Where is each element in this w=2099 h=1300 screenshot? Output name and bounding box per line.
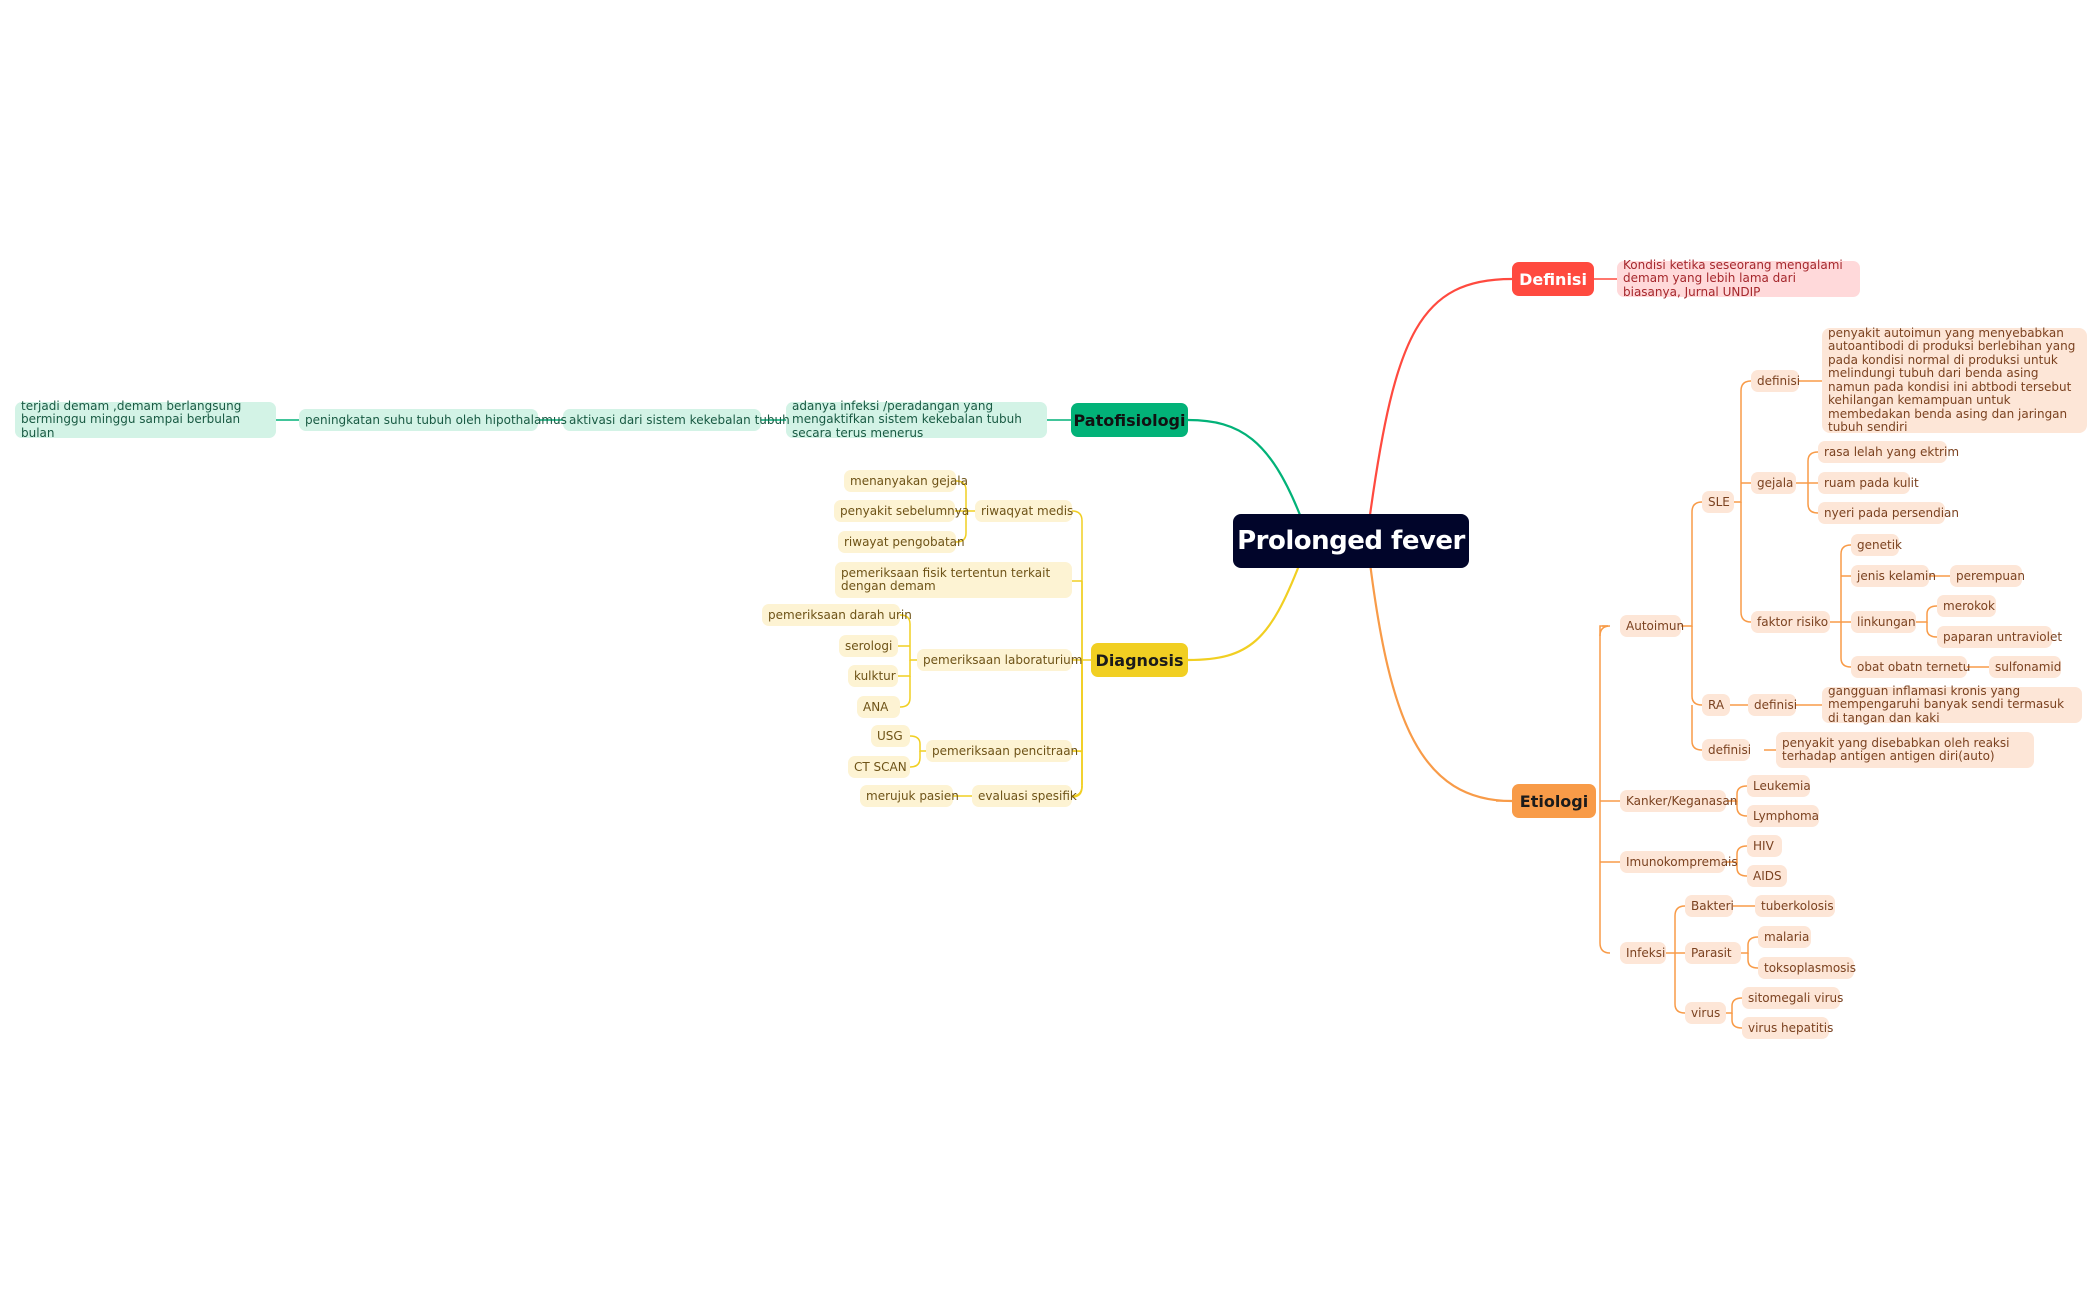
diag-evaluasi[interactable]: evaluasi spesifik [972,785,1077,807]
etio-kanker[interactable]: Kanker/Keganasan [1620,790,1737,812]
etio-ra[interactable]: RA [1702,694,1730,716]
etio-virus-sitomegali[interactable]: sitomegali virus [1742,987,1843,1009]
branch-patofisiologi[interactable]: Patofisiologi [1071,403,1188,437]
diag-riwayat-item-3[interactable]: riwayat pengobatan [838,531,965,553]
pato-step-2[interactable]: aktivasi dari sistem kekebalan tubuh [563,409,790,431]
connector-diagnosis [1187,562,1302,662]
etio-kanker-leukemia[interactable]: Leukemia [1747,775,1811,797]
etio-sle-gejala-2[interactable]: ruam pada kulit [1818,472,1919,494]
etio-sle-gejala-1[interactable]: rasa lelah yang ektrim [1818,441,1959,463]
etio-infeksi-parasit[interactable]: Parasit [1685,942,1741,964]
etio-autoimun-definisi-text[interactable]: penyakit yang disebabkan oleh reaksi ter… [1776,732,2034,768]
branch-definisi[interactable]: Definisi [1512,262,1594,296]
diag-pencitraan[interactable]: pemeriksaan pencitraan [926,740,1078,762]
etio-imuno-hiv[interactable]: HIV [1747,835,1782,857]
diag-riwayat-item-1[interactable]: menanyakan gejala [844,470,968,492]
etio-autoimun-definisi-label[interactable]: definisi [1702,739,1751,761]
diag-lab-item-4[interactable]: ANA [857,696,900,718]
pato-step-3[interactable]: peningkatan suhu tubuh oleh hipothalamus [299,409,567,431]
branch-etiologi[interactable]: Etiologi [1512,784,1596,818]
etio-sle-faktor-risiko[interactable]: faktor risiko [1751,611,1830,633]
etio-obat-sulfonamid[interactable]: sulfonamid [1989,656,2061,678]
etio-bakteri-tuberkolosis[interactable]: tuberkolosis [1755,895,1835,917]
diag-evaluasi-item-1[interactable]: merujuk pasien [860,785,959,807]
etio-ra-definisi-text[interactable]: gangguan inflamasi kronis yang mempengar… [1822,684,2082,725]
etio-infeksi-bakteri[interactable]: Bakteri [1685,895,1734,917]
diag-lab-item-2[interactable]: serologi [839,635,898,657]
pato-step-1[interactable]: adanya infeksi /peradangan yang mengakti… [786,399,1047,440]
etio-autoimun[interactable]: Autoimun [1620,615,1684,637]
etio-linkungan-uv[interactable]: paparan untraviolet [1937,626,2062,648]
diag-riwayat-item-2[interactable]: penyakit sebelumnya [834,500,969,522]
etio-parasit-toksoplasmosis[interactable]: toksoplasmosis [1758,957,1856,979]
pato-step-4[interactable]: terjadi demam ,demam berlangsung berming… [15,399,276,440]
etio-parasit-malaria[interactable]: malaria [1758,926,1811,948]
diag-pencitraan-item-2[interactable]: CT SCAN [848,756,910,778]
diag-pemeriksaan-fisik[interactable]: pemeriksaan fisik tertentun terkait deng… [835,562,1072,598]
diag-laboratorium[interactable]: pemeriksaan laboraturium [917,649,1082,671]
etio-faktor-perempuan[interactable]: perempuan [1950,565,2025,587]
etio-faktor-jenis-kelamin[interactable]: jenis kelamin [1851,565,1936,587]
etio-infeksi-virus[interactable]: virus [1685,1002,1726,1024]
connector-etiologi [1368,562,1513,803]
connector-patofisiologi [1187,418,1302,516]
etio-ra-definisi-label[interactable]: definisi [1748,694,1797,716]
etio-linkungan-merokok[interactable]: merokok [1937,595,1996,617]
diag-lab-item-3[interactable]: kulktur [848,665,898,687]
etio-sle-gejala[interactable]: gejala [1751,472,1796,494]
etio-faktor-genetik[interactable]: genetik [1851,534,1902,556]
etio-virus-hepatitis[interactable]: virus hepatitis [1742,1017,1833,1039]
etio-kanker-lymphoma[interactable]: Lymphoma [1747,805,1819,827]
etio-sle-definisi-label[interactable]: definisi [1751,370,1800,392]
diag-lab-item-1[interactable]: pemeriksaan darah urin [762,604,912,626]
etio-infeksi[interactable]: Infeksi [1620,942,1666,964]
root-topic[interactable]: Prolonged fever [1233,514,1469,568]
etio-faktor-obat[interactable]: obat obatn ternetu [1851,656,1970,678]
diag-pencitraan-item-1[interactable]: USG [871,725,910,747]
connector-definisi [1368,277,1513,516]
etio-imunokompremais[interactable]: Imunokompremais [1620,851,1738,873]
etio-sle-definisi-text[interactable]: penyakit autoimun yang menyebabkan autoa… [1822,326,2087,434]
branch-diagnosis[interactable]: Diagnosis [1091,643,1188,677]
etio-imuno-aids[interactable]: AIDS [1747,865,1787,887]
etio-sle[interactable]: SLE [1702,491,1734,513]
definisi-text[interactable]: Kondisi ketika seseorang mengalami demam… [1617,258,1860,299]
etio-sle-gejala-3[interactable]: nyeri pada persendian [1818,502,1959,524]
diag-riwayat-medis[interactable]: riwaqyat medis [975,500,1073,522]
etio-faktor-linkungan[interactable]: linkungan [1851,611,1916,633]
